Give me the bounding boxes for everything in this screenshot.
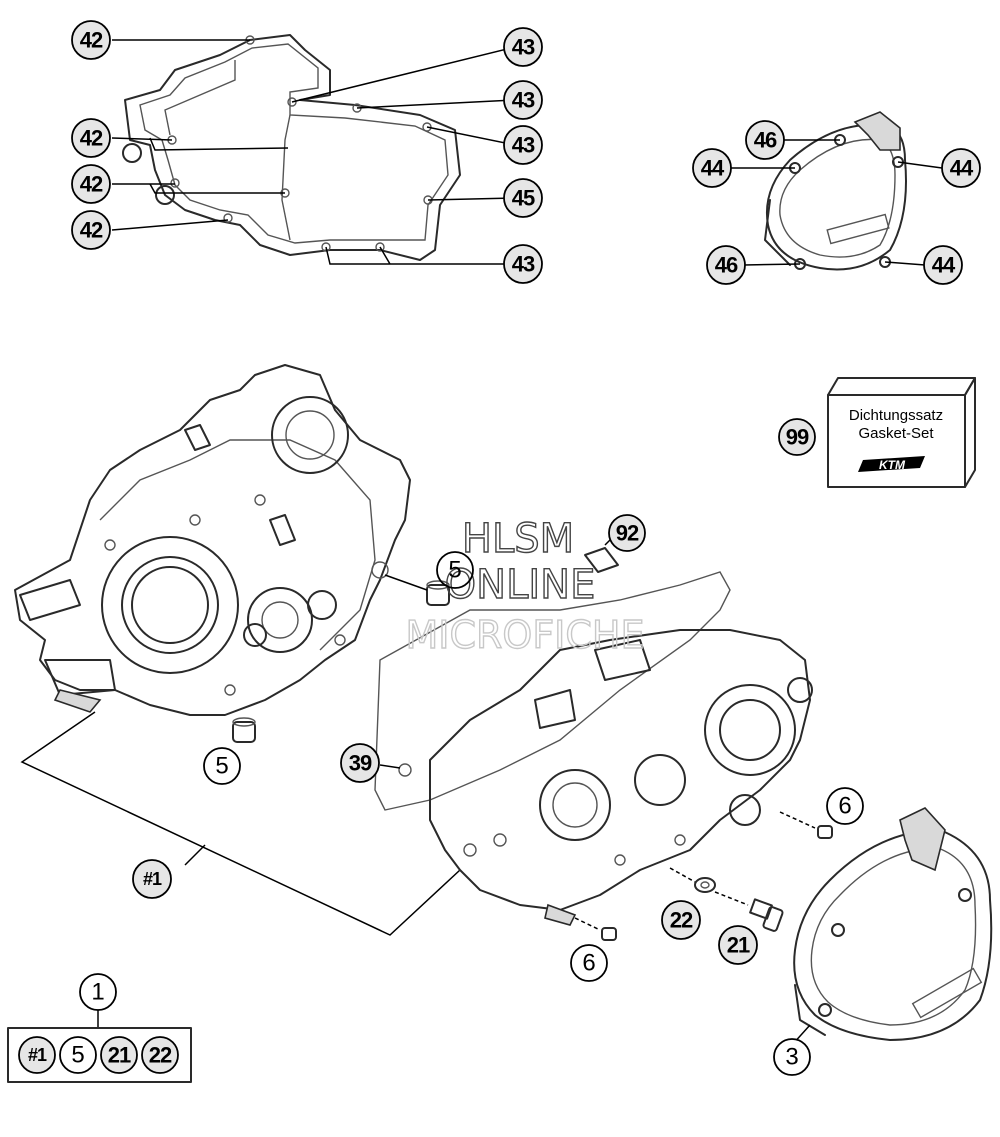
svg-text:43: 43 (512, 88, 535, 113)
crankcase-set-bracket (20, 711, 461, 936)
watermark-line2: ONLINE (445, 562, 596, 608)
svg-text:44: 44 (701, 156, 725, 181)
svg-text:5: 5 (215, 753, 228, 780)
kit-item-2: 5 (59, 1036, 97, 1074)
callout-99: 99 (778, 418, 816, 456)
callout-42-4: 42 (71, 210, 111, 250)
svg-text:43: 43 (512, 133, 535, 158)
svg-text:42: 42 (80, 28, 103, 53)
svg-text:5: 5 (71, 1042, 84, 1069)
svg-text:43: 43 (512, 252, 535, 277)
callout-22: 22 (661, 900, 701, 940)
callout-42-top: 42 (71, 20, 111, 60)
callout-43-4: 43 (503, 244, 543, 284)
callout-42-2: 42 (71, 118, 111, 158)
watermark: HLSM ONLINE MICROFICHE (405, 515, 645, 657)
kit-item-4: 22 (141, 1036, 179, 1074)
callout-45: 45 (503, 178, 543, 218)
callout-5-left: 5 (203, 747, 241, 785)
callout-crankcase-set: #1 (132, 859, 172, 899)
svg-text:92: 92 (616, 521, 639, 546)
svg-text:22: 22 (670, 908, 693, 933)
gasket-set-line1: Dichtungssatz (849, 407, 943, 424)
callout-44-right: 44 (941, 148, 981, 188)
washer-22-drawing (669, 867, 716, 893)
svg-text:46: 46 (754, 128, 777, 153)
svg-text:#1: #1 (28, 1045, 47, 1065)
callout-21: 21 (718, 925, 758, 965)
plug-21-drawing (714, 891, 784, 932)
svg-text:45: 45 (512, 186, 535, 211)
watermark-line3: MICROFICHE (405, 613, 644, 657)
ignition-cover-large-drawing (791, 807, 993, 1046)
svg-text:46: 46 (715, 253, 738, 278)
svg-text:3: 3 (785, 1044, 798, 1071)
svg-text:6: 6 (838, 793, 851, 820)
callout-42-3: 42 (71, 164, 111, 204)
svg-text:42: 42 (80, 126, 103, 151)
callout-46-top: 46 (745, 120, 785, 160)
bushing-left-drawing (232, 717, 256, 743)
gasket-set-box: Dichtungssatz Gasket-Set KTM (827, 377, 976, 488)
gasket-set-line2: Gasket-Set (858, 425, 934, 442)
svg-text:22: 22 (149, 1043, 172, 1068)
ignition-cover-small-leaders (730, 139, 943, 266)
callout-92: 92 (608, 514, 646, 552)
svg-text:6: 6 (582, 950, 595, 977)
gasket-leaders (111, 39, 516, 265)
svg-text:39: 39 (349, 751, 372, 776)
callout-39: 39 (340, 743, 380, 783)
svg-text:99: 99 (786, 425, 809, 450)
svg-text:42: 42 (80, 218, 103, 243)
callout-43-1: 43 (503, 27, 543, 67)
svg-text:#1: #1 (143, 869, 162, 889)
callout-43-3: 43 (503, 125, 543, 165)
svg-text:43: 43 (512, 35, 535, 60)
ktm-logo: KTM (858, 456, 925, 472)
callout-1: 1 (79, 973, 117, 1011)
callout-6-right: 6 (826, 787, 864, 825)
bushing-center-drawing (384, 574, 450, 606)
callout-5-center: 5 (436, 551, 474, 589)
svg-text:21: 21 (108, 1043, 131, 1068)
kit-item-3: 21 (100, 1036, 138, 1074)
callout-43-2: 43 (503, 80, 543, 120)
svg-text:5: 5 (448, 557, 461, 584)
svg-text:44: 44 (932, 253, 956, 278)
svg-text:1: 1 (91, 979, 104, 1006)
left-crankcase-drawing (14, 364, 411, 716)
callout-46-bottom: 46 (706, 245, 746, 285)
ignition-cover-small-drawing (764, 111, 907, 271)
watermark-line1: HLSM (462, 516, 574, 562)
kit-box (7, 1010, 192, 1083)
callout-44-left: 44 (692, 148, 732, 188)
svg-text:KTM: KTM (879, 458, 906, 472)
callout-3: 3 (773, 1038, 811, 1076)
callout-6-bottom: 6 (570, 944, 608, 982)
crankcase-gasket-drawing (122, 34, 461, 261)
screw-6-bottom-drawing (574, 917, 617, 941)
svg-text:21: 21 (727, 933, 750, 958)
callout-44-bottom: 44 (923, 245, 963, 285)
svg-text:44: 44 (950, 156, 974, 181)
screw-6-right-drawing (779, 811, 833, 839)
svg-text:42: 42 (80, 172, 103, 197)
kit-item-1: #1 (18, 1036, 56, 1074)
right-crankcase-drawing (374, 571, 813, 926)
